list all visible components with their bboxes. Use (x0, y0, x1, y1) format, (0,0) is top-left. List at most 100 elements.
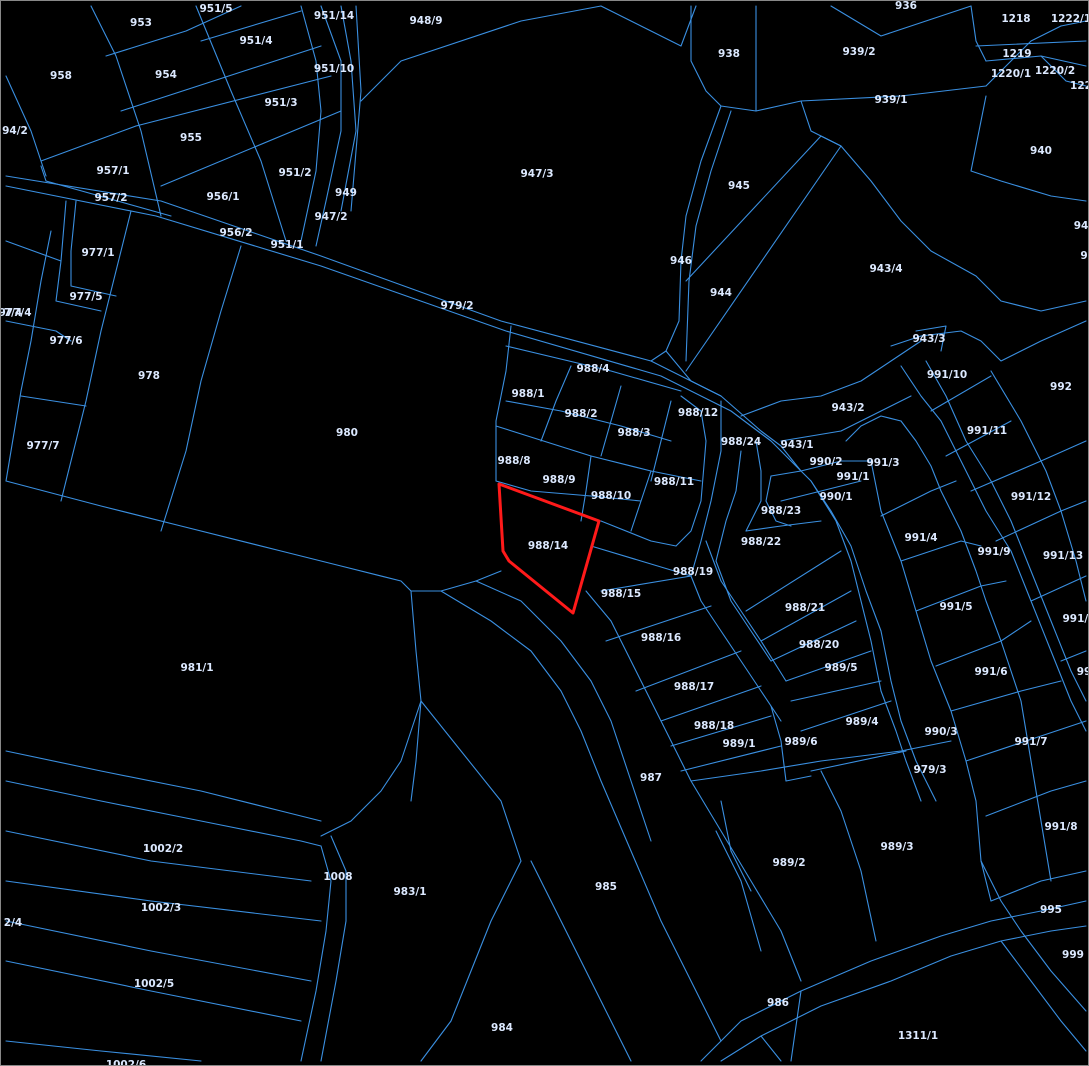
parcel-label-977-6[interactable]: 977/6 (49, 335, 82, 347)
parcel-label-1222-1[interactable]: 1222/1 (1051, 13, 1088, 25)
parcel-label-979-3[interactable]: 979/3 (913, 764, 946, 776)
parcel-label-988-18[interactable]: 988/18 (694, 720, 734, 732)
parcel-label-991-12[interactable]: 991/12 (1011, 491, 1051, 503)
parcel-label-943-2[interactable]: 943/2 (831, 402, 864, 414)
parcel-label-991-1[interactable]: 991/1 (836, 471, 869, 483)
parcel-label-991-10[interactable]: 991/10 (927, 369, 967, 381)
parcel-label-939-1[interactable]: 939/1 (874, 94, 907, 106)
parcel-label-2-4[interactable]: 2/4 (4, 917, 22, 929)
parcel-label-94[interactable]: 94 (1074, 220, 1088, 232)
parcel-label-988-4[interactable]: 988/4 (576, 363, 609, 375)
parcel-label-988-1[interactable]: 988/1 (511, 388, 544, 400)
parcel-label-940[interactable]: 940 (1030, 145, 1052, 157)
parcel-label-938[interactable]: 938 (718, 48, 740, 60)
parcel-label-978[interactable]: 978 (138, 370, 160, 382)
parcel-label-991-13[interactable]: 991/13 (1043, 550, 1083, 562)
parcel-label-988-2[interactable]: 988/2 (564, 408, 597, 420)
parcel-label-946[interactable]: 946 (670, 255, 692, 267)
parcel-label-990-3[interactable]: 990/3 (924, 726, 957, 738)
parcel-label-988-22[interactable]: 988/22 (741, 536, 781, 548)
parcel-label-988-15[interactable]: 988/15 (601, 588, 641, 600)
parcel-label-948-9[interactable]: 948/9 (409, 15, 442, 27)
parcel-label-957-2[interactable]: 957/2 (94, 192, 127, 204)
parcel-label-988-8[interactable]: 988/8 (497, 455, 530, 467)
parcel-label-980[interactable]: 980 (336, 427, 358, 439)
parcel-label-956-1[interactable]: 956/1 (206, 191, 239, 203)
parcel-label-991-4[interactable]: 991/4 (904, 532, 937, 544)
parcel-label-988-3[interactable]: 988/3 (617, 427, 650, 439)
parcel-label-951-14[interactable]: 951/14 (314, 10, 354, 22)
parcel-label-992[interactable]: 992 (1050, 381, 1072, 393)
parcel-label-989-2[interactable]: 989/2 (772, 857, 805, 869)
parcel-label-991-8[interactable]: 991/8 (1044, 821, 1077, 833)
parcel-label-1002-6[interactable]: 1002/6 (106, 1059, 146, 1065)
parcel-label-988-24[interactable]: 988/24 (721, 436, 761, 448)
parcel-label-989-4[interactable]: 989/4 (845, 716, 878, 728)
parcel-label-939-2[interactable]: 939/2 (842, 46, 875, 58)
parcel-label-1218[interactable]: 1218 (1001, 13, 1030, 25)
parcel-label-1002-3[interactable]: 1002/3 (141, 902, 181, 914)
parcel-label-979-2[interactable]: 979/2 (440, 300, 473, 312)
parcel-label-943-1[interactable]: 943/1 (780, 439, 813, 451)
parcel-label-943-3[interactable]: 943/3 (912, 333, 945, 345)
parcel-label-991-7[interactable]: 991/7 (1014, 736, 1047, 748)
parcel-label-988-17[interactable]: 988/17 (674, 681, 714, 693)
parcel-label-1219[interactable]: 1219 (1002, 48, 1031, 60)
parcel-label-949[interactable]: 949 (335, 187, 357, 199)
parcel-label-991-3[interactable]: 991/3 (866, 457, 899, 469)
parcel-label-7-4[interactable]: 7/4 (4, 307, 22, 319)
parcel-label-988-23[interactable]: 988/23 (761, 505, 801, 517)
parcel-label-991-9[interactable]: 991/9 (977, 546, 1010, 558)
parcel-label-936[interactable]: 936 (895, 1, 917, 12)
parcel-label-99[interactable]: 99 (1077, 666, 1088, 678)
parcel-label-983-1[interactable]: 983/1 (393, 886, 426, 898)
parcel-label-989-1[interactable]: 989/1 (722, 738, 755, 750)
parcel-label-94-2[interactable]: 94/2 (2, 125, 28, 137)
parcel-label-989-6[interactable]: 989/6 (784, 736, 817, 748)
parcel-label-988-14[interactable]: 988/14 (528, 540, 568, 552)
parcel-label-944[interactable]: 944 (710, 287, 732, 299)
parcel-label-1220-1[interactable]: 1220/1 (991, 68, 1031, 80)
parcel-label-1002-5[interactable]: 1002/5 (134, 978, 174, 990)
parcel-label-988-10[interactable]: 988/10 (591, 490, 631, 502)
parcel-label-955[interactable]: 955 (180, 132, 202, 144)
parcel-label-953[interactable]: 953 (130, 17, 152, 29)
parcel-label-951-1[interactable]: 951/1 (270, 239, 303, 251)
parcel-label-991-2[interactable]: 991/2 (1062, 613, 1088, 625)
parcel-label-951-5[interactable]: 951/5 (199, 3, 232, 15)
parcel-label-977-4[interactable]: 977/4 (1, 307, 32, 319)
parcel-label-1008[interactable]: 1008 (323, 871, 352, 883)
parcel-label-991-6[interactable]: 991/6 (974, 666, 1007, 678)
parcel-label-991-11[interactable]: 991/11 (967, 425, 1007, 437)
parcel-label-988-19[interactable]: 988/19 (673, 566, 713, 578)
parcel-label-985[interactable]: 985 (595, 881, 617, 893)
highlighted-parcel-outline[interactable] (497, 482, 601, 615)
parcel-label-988-12[interactable]: 988/12 (678, 407, 718, 419)
parcel-label-986[interactable]: 986 (767, 997, 789, 1009)
parcel-label-956-2[interactable]: 956/2 (219, 227, 252, 239)
parcel-label-999[interactable]: 999 (1062, 949, 1084, 961)
parcel-label-1220-2[interactable]: 1220/2 (1035, 65, 1075, 77)
parcel-label-988-16[interactable]: 988/16 (641, 632, 681, 644)
parcel-label-981-1[interactable]: 981/1 (180, 662, 213, 674)
parcel-label-990-2[interactable]: 990/2 (809, 456, 842, 468)
parcel-label-954[interactable]: 954 (155, 69, 177, 81)
parcel-label-989-3[interactable]: 989/3 (880, 841, 913, 853)
parcel-label-988-20[interactable]: 988/20 (799, 639, 839, 651)
parcel-label-951-3[interactable]: 951/3 (264, 97, 297, 109)
parcel-label-987[interactable]: 987 (640, 772, 662, 784)
parcel-label-989-5[interactable]: 989/5 (824, 662, 857, 674)
parcel-label-990-1[interactable]: 990/1 (819, 491, 852, 503)
parcel-label-122[interactable]: 122 (1070, 80, 1088, 92)
parcel-label-988-11[interactable]: 988/11 (654, 476, 694, 488)
parcel-label-1311-1[interactable]: 1311/1 (898, 1030, 938, 1042)
parcel-label-9[interactable]: 9 (1080, 250, 1087, 262)
parcel-label-947-3[interactable]: 947/3 (520, 168, 553, 180)
parcel-label-957-1[interactable]: 957/1 (96, 165, 129, 177)
parcel-label-951-2[interactable]: 951/2 (278, 167, 311, 179)
parcel-label-988-21[interactable]: 988/21 (785, 602, 825, 614)
parcel-label-945[interactable]: 945 (728, 180, 750, 192)
parcel-label-977-7[interactable]: 977/7 (26, 440, 59, 452)
